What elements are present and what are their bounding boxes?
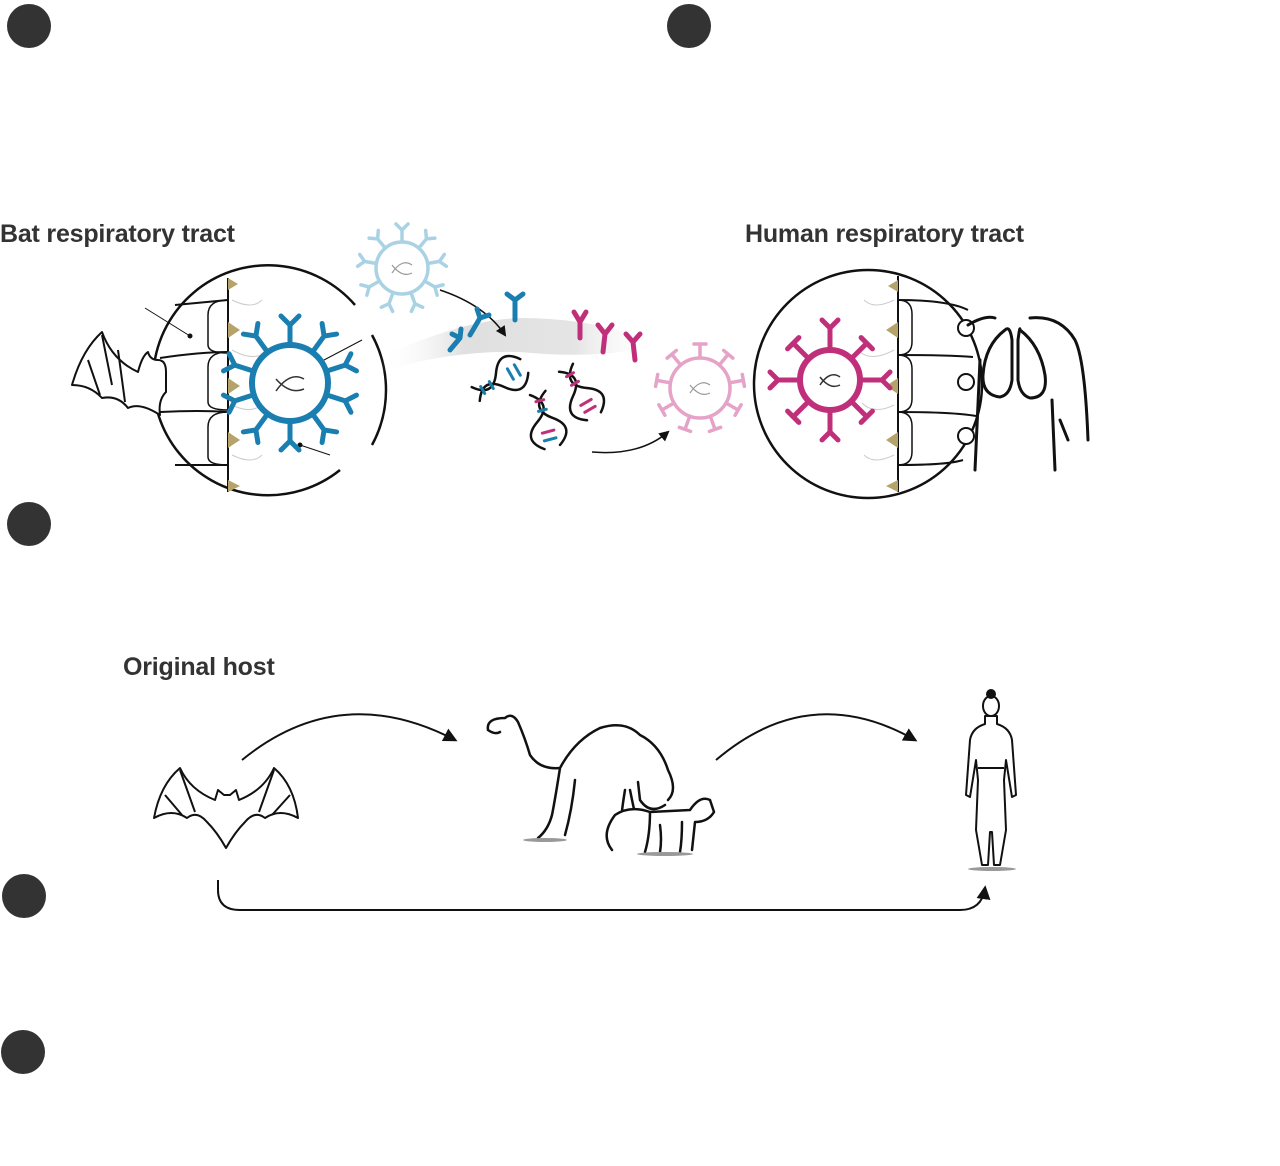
human-shadow	[968, 867, 1016, 871]
camel-shadow	[523, 838, 567, 842]
arrow-bat-to-intermediate	[241, 713, 458, 761]
arrow-intermediate-to-human	[715, 713, 918, 761]
section-marker-2	[667, 4, 711, 48]
dna-icon	[275, 376, 305, 392]
civet-shadow	[637, 852, 693, 856]
virus-icon-light-pink	[653, 342, 747, 434]
antibody-icon-pink	[571, 309, 643, 363]
antibody-icon-blue	[447, 291, 526, 353]
human-cell-circle	[752, 268, 984, 500]
civet-icon	[605, 797, 716, 854]
bat-icon	[71, 331, 167, 416]
section-marker-4	[2, 874, 46, 918]
section-marker-3	[7, 502, 51, 546]
original-host-label: Original host	[123, 653, 275, 681]
human-icon	[965, 689, 1017, 866]
human-tract-label: Human respiratory tract	[745, 220, 1024, 248]
dna-icon-group	[470, 354, 606, 451]
lungs-icon	[966, 315, 1090, 472]
arrow-bat-direct-to-human	[217, 880, 991, 911]
section-marker-1	[7, 4, 51, 48]
arrow-to-human-virus	[591, 430, 670, 454]
bat-tract-label: Bat respiratory tract	[0, 220, 235, 248]
bat-icon-bottom	[153, 767, 299, 849]
virus-icon-bat	[220, 313, 360, 453]
virus-icon-human	[767, 317, 893, 443]
recombination-mist	[380, 318, 660, 372]
section-marker-5	[1, 1030, 45, 1074]
virus-icon-light-blue	[355, 222, 449, 314]
